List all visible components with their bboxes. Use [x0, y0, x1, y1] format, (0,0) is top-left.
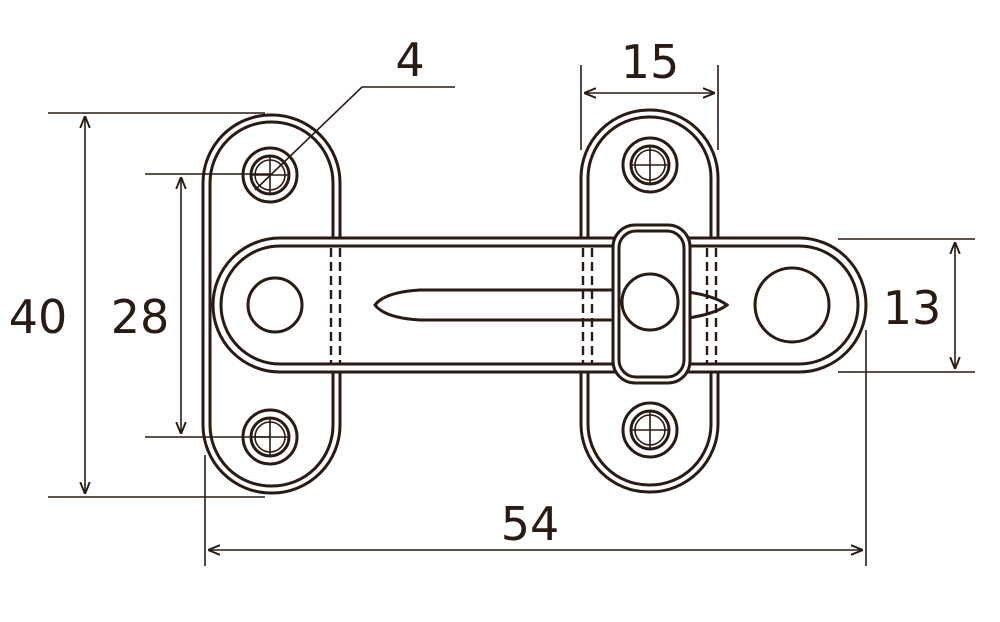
- dimension-label-28: 28: [111, 290, 170, 344]
- dimension-label-15: 15: [621, 35, 680, 89]
- screw-icon: [621, 136, 679, 194]
- latch-bar: [211, 236, 868, 374]
- dimension-label-40: 40: [9, 290, 68, 344]
- dimension-total-height: 40: [9, 112, 265, 498]
- dimension-total-length: 54: [204, 330, 867, 566]
- dimension-plate-width: 15: [580, 35, 719, 150]
- dimension-bar-height: 13: [838, 238, 975, 373]
- screw-icon: [621, 401, 679, 459]
- dimension-label-13: 13: [883, 281, 942, 335]
- dimension-label-4: 4: [395, 33, 424, 87]
- dimension-label-54: 54: [501, 497, 560, 551]
- dimension-screw-spacing: 28: [111, 173, 270, 438]
- dimension-screw-hole: 4: [254, 33, 455, 191]
- slider-knob: [611, 223, 692, 385]
- screw-holes: [241, 136, 679, 466]
